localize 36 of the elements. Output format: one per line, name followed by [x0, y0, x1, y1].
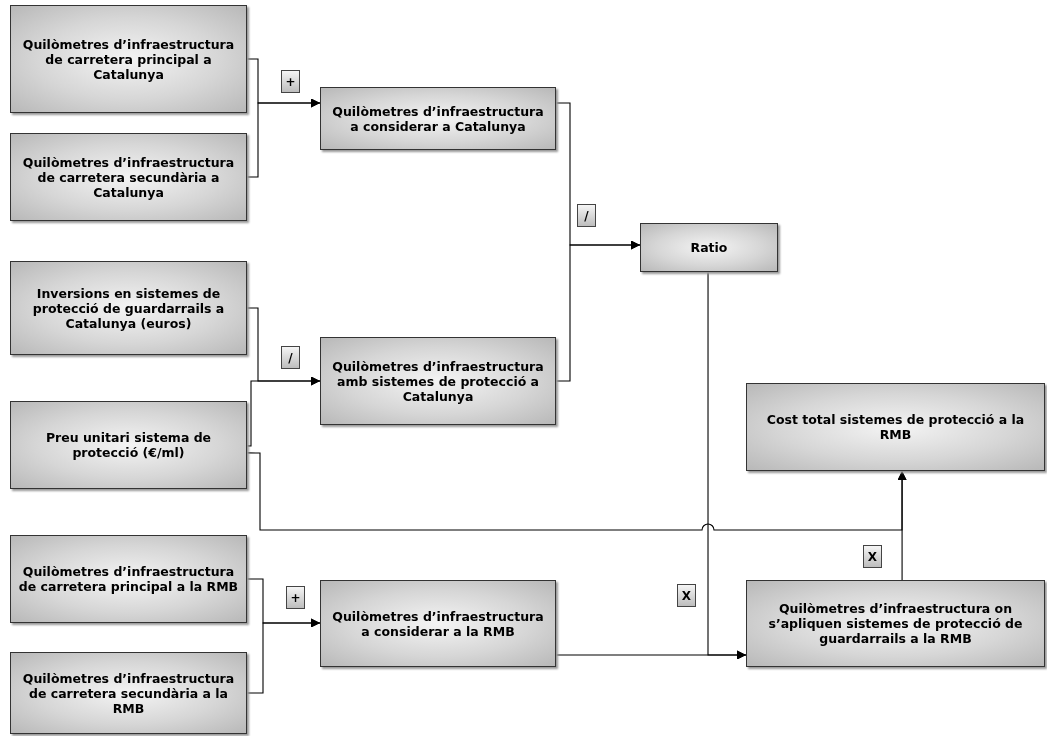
operator-badge: /	[577, 204, 596, 227]
box-label: Preu unitari sistema de protecció (€/ml)	[44, 430, 213, 460]
process-box	[10, 401, 247, 489]
box-label: Quilòmetres d’infraestructura de carretera principal a la RMB	[17, 564, 240, 594]
box-label: Quilòmetres d’infraestructura de carretera principal a Catalunya	[21, 36, 236, 82]
box-label: Cost total sistemes de protecció a la RMB	[765, 412, 1026, 442]
process-box	[10, 5, 247, 113]
connector-arrow	[246, 376, 321, 447]
box-label: Quilòmetres d’infraestructura a considerar a la RMB	[331, 608, 545, 639]
process-box	[320, 87, 556, 150]
process-box	[640, 223, 778, 272]
box-label: Quilòmetres d’infraestructura de carretera secundària a Catalunya	[21, 154, 236, 200]
box-label: Quilòmetres d’infraestructura on s’apliquen sistemes de protecció de guardarrails a la RMB	[767, 601, 1024, 646]
operator-badge: X	[863, 545, 882, 568]
connector-arrow	[555, 240, 641, 382]
process-box	[10, 652, 247, 734]
operator-badge: X	[677, 584, 696, 607]
process-box	[10, 535, 247, 623]
process-box	[320, 337, 556, 425]
process-box	[746, 580, 1045, 667]
box-label: Quilòmetres d’infraestructura de carretera secundària a la RMB	[21, 670, 236, 716]
box-label: Quilòmetres d’infraestructura a considerar a Catalunya	[331, 103, 545, 134]
connector-arrow	[246, 618, 321, 694]
box-label: Inversions en sistemes de protecció de guardarrails a Catalunya (euros)	[31, 285, 226, 331]
connector-arrow	[897, 470, 907, 581]
operator-badge: +	[281, 70, 300, 93]
process-box	[746, 383, 1045, 471]
process-box	[10, 261, 247, 355]
process-box	[10, 133, 247, 221]
box-label: Ratio	[690, 240, 728, 255]
connector-arrow	[707, 271, 747, 660]
operator-badge: +	[286, 586, 305, 609]
connector-arrow	[246, 98, 321, 178]
operator-badge: /	[281, 346, 300, 369]
process-box	[320, 580, 556, 667]
box-label: Quilòmetres d’infraestructura amb sistemes de protecció a Catalunya	[331, 358, 545, 404]
